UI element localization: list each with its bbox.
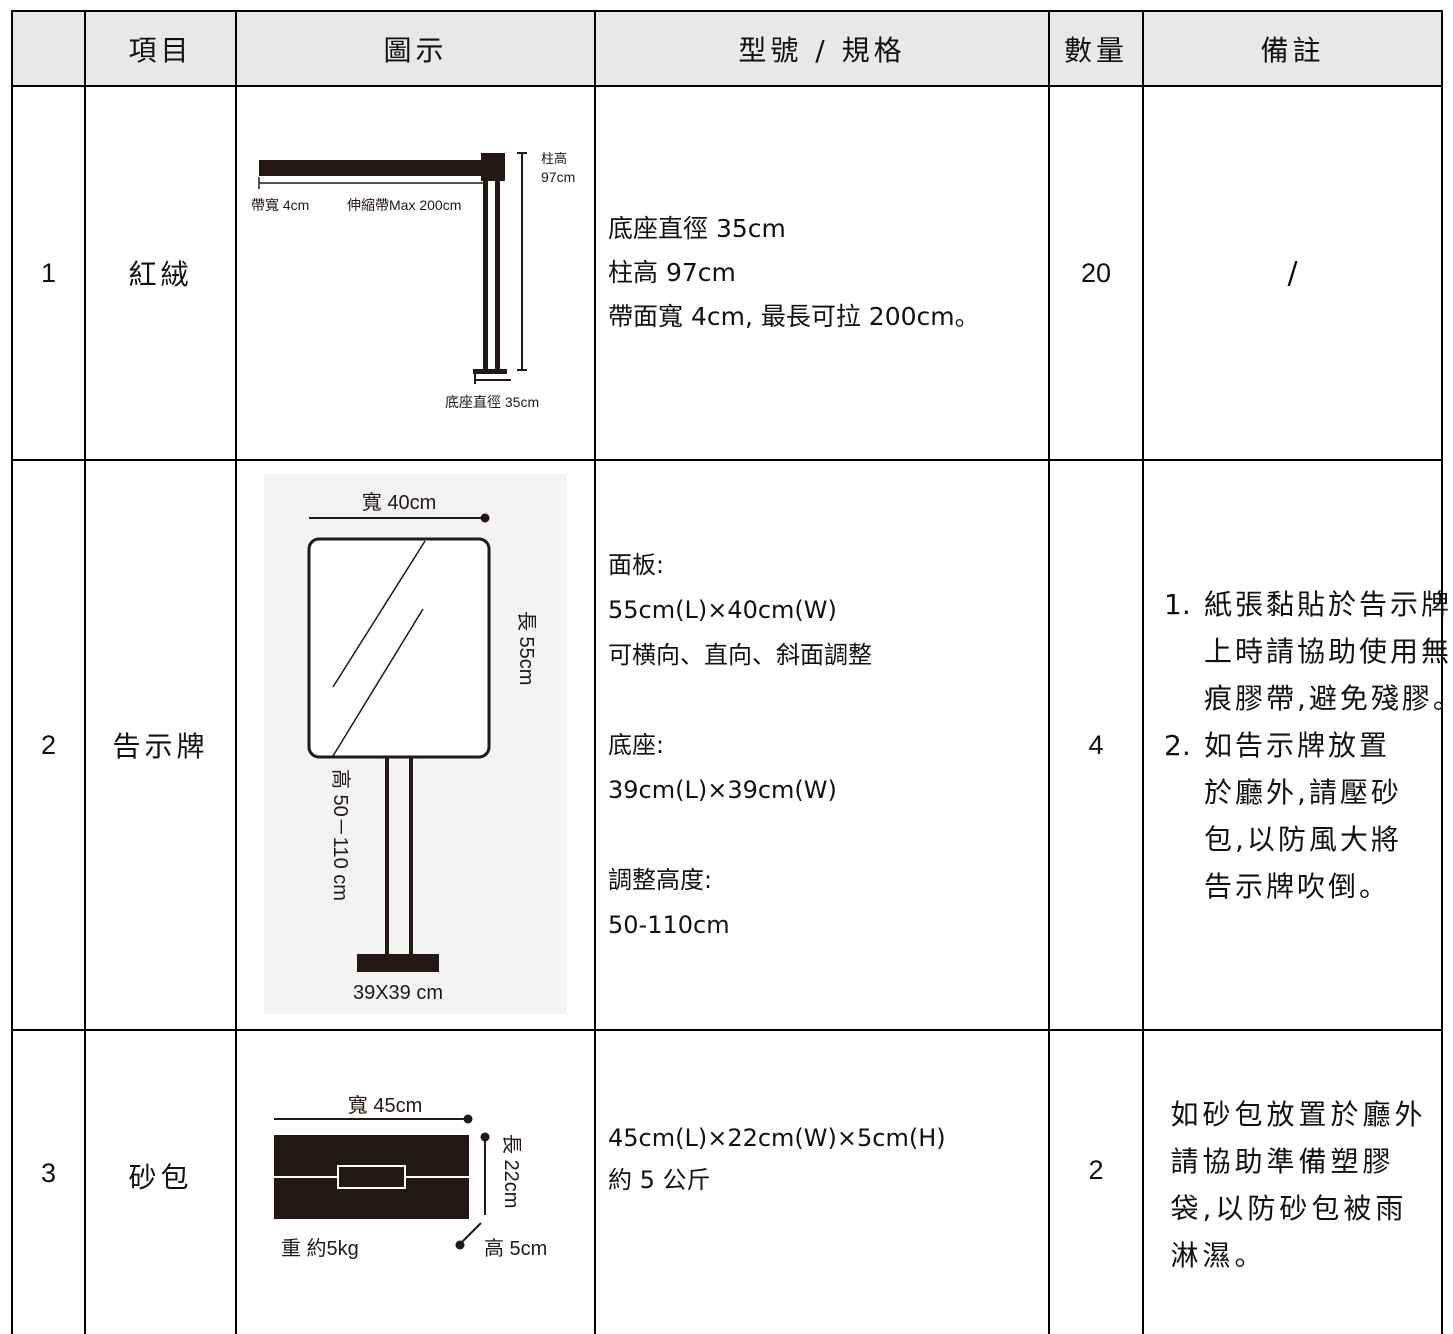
grid-line bbox=[11, 10, 1443, 12]
label-belt-length: 伸縮帶Max 200cm bbox=[347, 197, 461, 213]
header-image: 圖示 bbox=[383, 33, 448, 67]
note-text: 如砂包放置於廳外請協助準備塑膠袋,以防砂包被雨淋濕。 bbox=[1170, 1098, 1427, 1272]
row-qty: 20 bbox=[1080, 257, 1112, 288]
row-spec: 底座直徑 35cm 柱高 97cm 帶面寬 4cm, 最長可拉 200cm。 bbox=[608, 214, 980, 331]
label-post-height-value: 97cm bbox=[541, 169, 575, 185]
row-note: / bbox=[1287, 255, 1298, 291]
grid-line bbox=[1142, 10, 1144, 1334]
label-bag-weight: 重 約5kg bbox=[281, 1237, 359, 1260]
label-post-height: 柱高 bbox=[541, 151, 567, 166]
row-note: 1. 紙張黏貼於告示牌上時請協助使用無痕膠帶,避免殘膠。 2. 如告示牌放置於廳外,… bbox=[1144, 461, 1453, 1029]
grid-line bbox=[84, 10, 86, 1334]
header-index bbox=[13, 12, 84, 85]
row-spec: 45cm(L)×22cm(W)×5cm(H) 約 5 公斤 bbox=[608, 1124, 946, 1194]
row-item-name: 砂包 bbox=[128, 1161, 193, 1194]
row-index: 2 bbox=[40, 729, 57, 760]
note-item: 2. 如告示牌放置於廳外,請壓砂包,以防風大將告示牌吹倒。 bbox=[1164, 722, 1404, 910]
label-base-diameter: 底座直徑 35cm bbox=[445, 394, 539, 410]
label-panel-width: 寬 40cm bbox=[362, 491, 436, 514]
row-index: 1 bbox=[40, 257, 57, 288]
label-panel-length: 長 55cm bbox=[515, 611, 537, 685]
row-item-name: 紅絨 bbox=[128, 258, 193, 291]
header-note: 備註 bbox=[1260, 33, 1325, 67]
row-qty: 4 bbox=[1088, 729, 1104, 760]
note-text: 如告示牌放置於廳外,請壓砂包,以防風大將告示牌吹倒。 bbox=[1204, 728, 1402, 903]
label-bag-height: 高 5cm bbox=[484, 1237, 547, 1260]
label-belt-width: 帶寬 4cm bbox=[251, 197, 309, 213]
sign-stand-diagram: 寬 40cm 長 55cm 高 50－110 cm 39X39 cm bbox=[237, 461, 594, 1029]
label-adjust-height: 高 50－110 cm bbox=[329, 769, 352, 901]
grid-line bbox=[11, 1029, 1443, 1031]
header-spec: 型號 / 規格 bbox=[738, 33, 906, 67]
grid-line bbox=[594, 10, 596, 1334]
grid-line bbox=[11, 459, 1443, 461]
label-base-size: 39X39 cm bbox=[353, 982, 443, 1004]
row-spec: 面板: 55cm(L)×40cm(W) 可横向、直向、斜面調整 底座: 39cm… bbox=[608, 550, 872, 939]
row-item-name: 告示牌 bbox=[112, 730, 209, 763]
grid-line bbox=[1441, 10, 1443, 1334]
label-bag-width: 寬 45cm bbox=[348, 1094, 422, 1117]
header-qty: 數量 bbox=[1063, 33, 1128, 67]
stanchion-diagram: 柱高 97cm 帶寬 4cm 伸縮帶Max 200cm 底座直徑 35cm bbox=[237, 87, 594, 459]
label-bag-length: 長 22cm bbox=[500, 1134, 522, 1208]
header-item: 項目 bbox=[128, 33, 193, 67]
note-list: 1. 紙張黏貼於告示牌上時請協助使用無痕膠帶,避免殘膠。 2. 如告示牌放置於廳外,… bbox=[1164, 581, 1453, 910]
row-note: 如砂包放置於廳外請協助準備塑膠袋,以防砂包被雨淋濕。 bbox=[1144, 1031, 1441, 1334]
row-qty: 2 bbox=[1088, 1155, 1104, 1185]
note-marker: 1. bbox=[1164, 587, 1191, 621]
grid-line bbox=[11, 10, 13, 1334]
row-index: 3 bbox=[40, 1158, 57, 1188]
grid-line bbox=[1048, 10, 1050, 1334]
note-text: 紙張黏貼於告示牌上時請協助使用無痕膠帶,避免殘膠。 bbox=[1204, 587, 1453, 715]
grid-line bbox=[235, 10, 237, 1334]
note-item: 1. 紙張黏貼於告示牌上時請協助使用無痕膠帶,避免殘膠。 bbox=[1164, 581, 1453, 722]
table-header-bg bbox=[12, 11, 1442, 86]
note-marker: 2. bbox=[1164, 728, 1191, 762]
grid-line bbox=[11, 85, 1443, 87]
sandbag-diagram: 寬 45cm 長 22cm 重 約5kg 高 5cm bbox=[237, 1031, 594, 1334]
